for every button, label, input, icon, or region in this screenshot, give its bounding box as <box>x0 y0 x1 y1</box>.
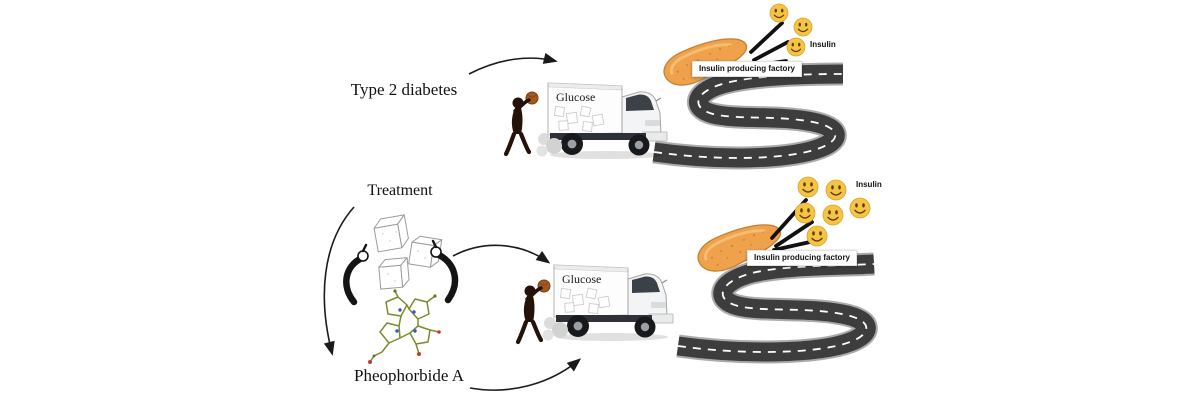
sugar-cubes-on-truck-icon <box>553 105 605 132</box>
type2-diabetes-label: Type 2 diabetes <box>350 80 458 99</box>
arrow-treatment-to-compound <box>323 206 355 356</box>
person-throwing-icon <box>515 279 551 345</box>
insulin-smiley-icon <box>849 197 871 219</box>
exhaust-smoke-icon <box>542 317 568 341</box>
insulin-smiley-icon <box>806 225 828 247</box>
sugar-cubes-icon <box>373 214 443 290</box>
insulin-smiley-cluster <box>769 3 813 57</box>
truck-glucose-label: Glucose <box>562 272 601 286</box>
treatment-label: Treatment <box>367 182 433 199</box>
insulin-factory-label: Insulin producing factory <box>747 250 858 266</box>
insulin-smiley-icon <box>797 176 819 198</box>
insulin-smiley-icon <box>795 202 816 224</box>
person-throwing-icon <box>503 91 539 157</box>
nitrogen-atoms <box>395 308 417 333</box>
pointing-hands-icon <box>343 239 459 306</box>
arrow-cubes-to-truck <box>452 244 551 264</box>
oxygen-atoms <box>368 330 441 364</box>
arrow-diabetes-to-truck <box>468 52 558 75</box>
arrow-compound-to-truck <box>469 358 582 391</box>
insulin-label: Insulin <box>856 180 882 189</box>
sugar-cubes-hands-icon <box>343 214 459 306</box>
pheophorbide-molecule-icon <box>368 289 441 364</box>
winding-road <box>676 252 878 364</box>
insulin-smiley-icon <box>769 3 789 23</box>
glucose-truck-icon: Glucose <box>553 264 674 341</box>
glucose-truck-icon: Glucose <box>547 82 668 159</box>
sugar-texture-dots <box>382 231 426 282</box>
insulin-label: Insulin <box>810 40 836 49</box>
insulin-smiley-icon <box>822 204 844 226</box>
insulin-smiley-icon <box>793 17 813 37</box>
truck-glucose-label: Glucose <box>556 90 595 104</box>
insulin-smiley-icon <box>786 37 806 57</box>
insulin-smiley-cluster <box>795 176 871 247</box>
exhaust-smoke-icon <box>536 133 562 157</box>
sugar-cubes-on-truck-icon <box>559 287 611 314</box>
winding-road <box>652 62 847 170</box>
insulin-smiley-icon <box>825 179 847 201</box>
carbon-atoms <box>372 289 437 358</box>
insulin-factory-label: Insulin producing factory <box>692 61 803 77</box>
windshield <box>632 276 660 293</box>
pheophorbide-label: Pheophorbide A <box>353 366 465 385</box>
windshield <box>626 94 654 111</box>
